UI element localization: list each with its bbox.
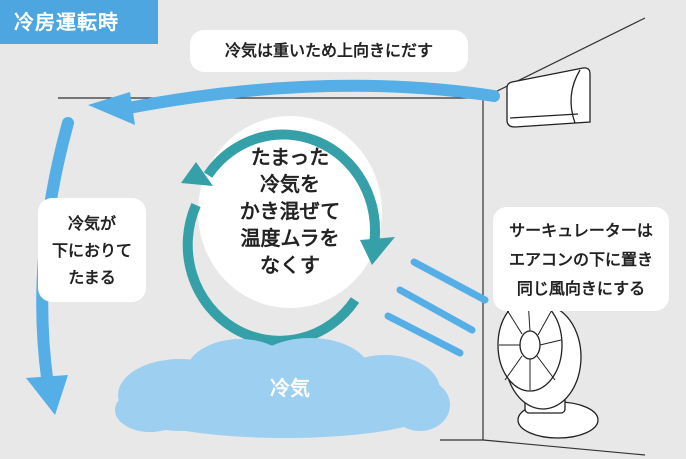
right-bubble-line: エアコンの下に置き: [508, 250, 653, 269]
cold-air-cloud: [115, 338, 450, 438]
center-line: なくす: [260, 253, 320, 277]
left-arrowhead: [26, 375, 68, 415]
cloud-label: 冷気: [270, 376, 310, 400]
center-line: かき混ぜて: [239, 199, 341, 223]
top-bubble-text: 冷気は重いため上向きにだす: [224, 41, 433, 60]
right-bubble-line: 同じ風向きにする: [516, 279, 646, 298]
mixing-circle-arc-top: [203, 129, 381, 246]
top-arrowhead: [88, 92, 135, 125]
page-title: 冷房運転時: [0, 0, 158, 44]
mixing-circle-fill: [198, 116, 382, 308]
center-line: たまった: [250, 145, 330, 169]
top-bubble: 冷気は重いため上向きにだす: [190, 30, 468, 72]
right-bubble-line: サーキュレーターは: [509, 221, 653, 240]
left-bubble-line: 下におりて: [51, 241, 132, 260]
center-line: 冷気を: [260, 172, 320, 196]
mixing-circle-arc-bottom: [182, 203, 360, 346]
left-bubble: 冷気が 下におりて たまる: [38, 198, 146, 302]
left-bubble-line: たまる: [68, 268, 116, 287]
center-line: 温度ムラを: [240, 226, 340, 250]
left-bubble-line: 冷気が: [67, 214, 116, 233]
center-text: たまった 冷気を かき混ぜて 温度ムラを なくす: [200, 144, 380, 279]
circulator-fan-icon: [497, 298, 599, 439]
mixing-arrowhead-left: [181, 162, 213, 186]
wind-streaks: [384, 258, 489, 357]
top-airflow-arrow: [112, 79, 500, 116]
right-bubble: サーキュレーターは エアコンの下に置き 同じ風向きにする: [493, 207, 669, 311]
air-conditioner-icon: [506, 67, 591, 128]
mixing-arrowhead-right: [360, 237, 395, 265]
